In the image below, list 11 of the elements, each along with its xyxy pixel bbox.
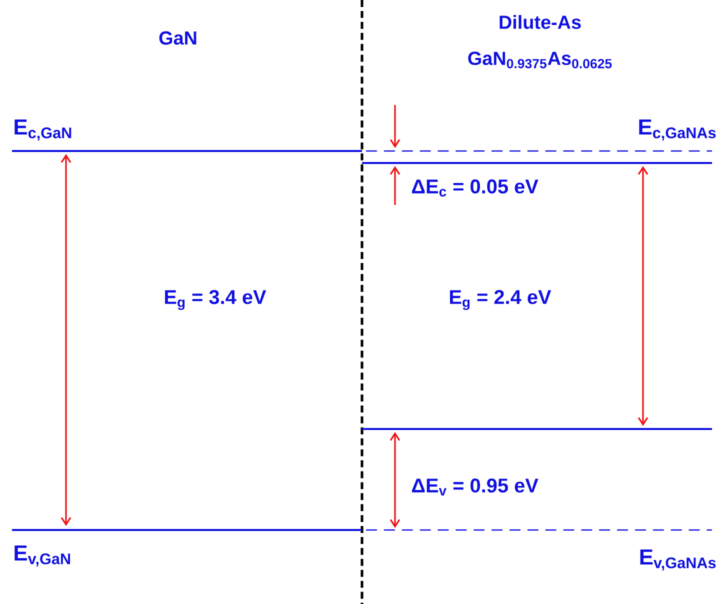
band-edge-label: E$_{c,GaN}$ bbox=[14, 119, 72, 141]
offset-label: ΔE$_{v}$ = 0.95 eV bbox=[412, 478, 538, 496]
offset-label: ΔE$_{c}$ = 0.05 eV bbox=[412, 179, 538, 197]
band-edge-label: E$_{v,GaNAs}$ bbox=[640, 549, 716, 571]
band-edge-label: E$_{c,GaNAs}$ bbox=[639, 119, 716, 141]
band-edge-label: E$_{v,GaN}$ bbox=[14, 545, 70, 567]
heading: GaN$_{0.9375}$As$_{0.0625}$ bbox=[468, 52, 612, 68]
gap-label: E$_{g}$ = 3.4 eV bbox=[165, 290, 266, 310]
gap-label: E$_{g}$ = 2.4 eV bbox=[450, 290, 552, 310]
heading: Dilute-As bbox=[500, 15, 581, 29]
heading: GaN bbox=[159, 31, 196, 45]
